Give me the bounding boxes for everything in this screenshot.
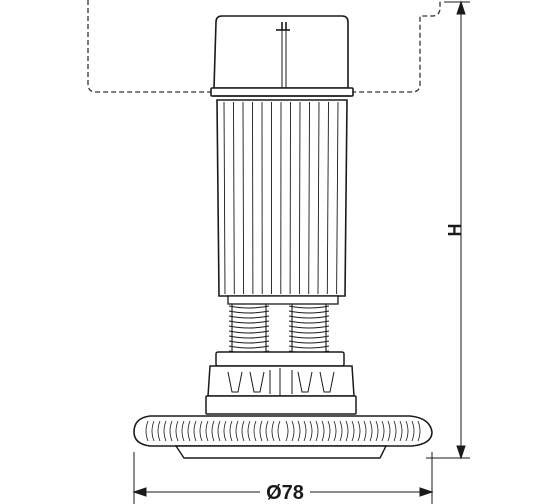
serration: [381, 420, 385, 442]
serration: [253, 420, 257, 442]
serration: [291, 420, 295, 442]
threaded-spindles: [227, 295, 339, 354]
serration: [181, 420, 185, 442]
serration: [309, 420, 313, 442]
thread-turn: [228, 340, 270, 344]
serration: [333, 420, 337, 442]
serration: [363, 420, 367, 442]
serration: [157, 420, 161, 442]
cabinet-outline: [87, 0, 441, 93]
serration: [321, 420, 325, 442]
serration: [259, 420, 263, 442]
thread-turn: [288, 305, 330, 309]
serration: [217, 420, 221, 442]
collar-slots: [227, 368, 335, 396]
serration: [303, 420, 307, 442]
rib-line: [308, 101, 310, 295]
serration: [175, 420, 179, 442]
serration: [205, 420, 209, 442]
serration: [235, 420, 239, 442]
serration: [229, 420, 233, 442]
serration: [163, 420, 167, 442]
rib-line: [317, 101, 320, 295]
diameter-label: Ø78: [266, 482, 304, 504]
serration: [351, 420, 355, 442]
thread-turn: [288, 330, 330, 334]
serration: [357, 420, 361, 442]
thread-turn: [228, 315, 270, 319]
serration: [339, 420, 343, 442]
serration: [315, 420, 319, 442]
serration: [247, 420, 251, 442]
serration: [399, 420, 403, 442]
serration: [387, 420, 391, 442]
thread-turn: [288, 335, 330, 339]
serration: [417, 420, 421, 442]
thread-turn: [228, 310, 270, 314]
body-ribs: [223, 101, 339, 295]
serration: [223, 420, 227, 442]
serration: [369, 420, 373, 442]
thread-turn: [288, 340, 330, 344]
serration: [327, 420, 331, 442]
height-dimension: [426, 0, 470, 460]
serration: [193, 420, 197, 442]
serration: [265, 420, 269, 442]
thread-turn: [228, 305, 270, 309]
serration: [211, 420, 215, 442]
thread-turn: [288, 310, 330, 314]
thread-turn: [228, 325, 270, 329]
ribbed-body: [216, 99, 348, 297]
thread-turn: [228, 320, 270, 324]
thread-turn: [288, 315, 330, 319]
serration: [187, 420, 191, 442]
serration: [151, 420, 155, 442]
top-cap: [210, 15, 354, 97]
serration: [169, 420, 173, 442]
serration: [297, 420, 301, 442]
thread-turn: [288, 320, 330, 324]
serration: [145, 420, 149, 442]
serration: [199, 420, 203, 442]
serration: [345, 420, 349, 442]
serration: [375, 420, 379, 442]
left-thread: [228, 304, 270, 354]
serration: [285, 420, 289, 442]
right-thread: [288, 304, 330, 354]
serration: [393, 420, 397, 442]
rib-line: [242, 101, 245, 295]
base-serrations: [145, 420, 421, 442]
rib-line: [336, 101, 339, 295]
base-plate: [133, 415, 433, 459]
rib-line: [223, 101, 226, 295]
collar: [205, 351, 357, 415]
height-label: H: [445, 224, 465, 237]
thread-turn: [228, 330, 270, 334]
serration: [405, 420, 409, 442]
thread-turn: [228, 345, 270, 349]
diameter-dimension: [132, 452, 434, 504]
serration: [271, 420, 275, 442]
thread-turn: [288, 345, 330, 349]
rib-line: [233, 101, 235, 295]
serration: [277, 420, 281, 442]
rib-line: [326, 101, 329, 295]
serration: [241, 420, 245, 442]
serration: [411, 420, 415, 442]
thread-turn: [228, 335, 270, 339]
thread-turn: [288, 325, 330, 329]
rib-line: [298, 101, 301, 295]
